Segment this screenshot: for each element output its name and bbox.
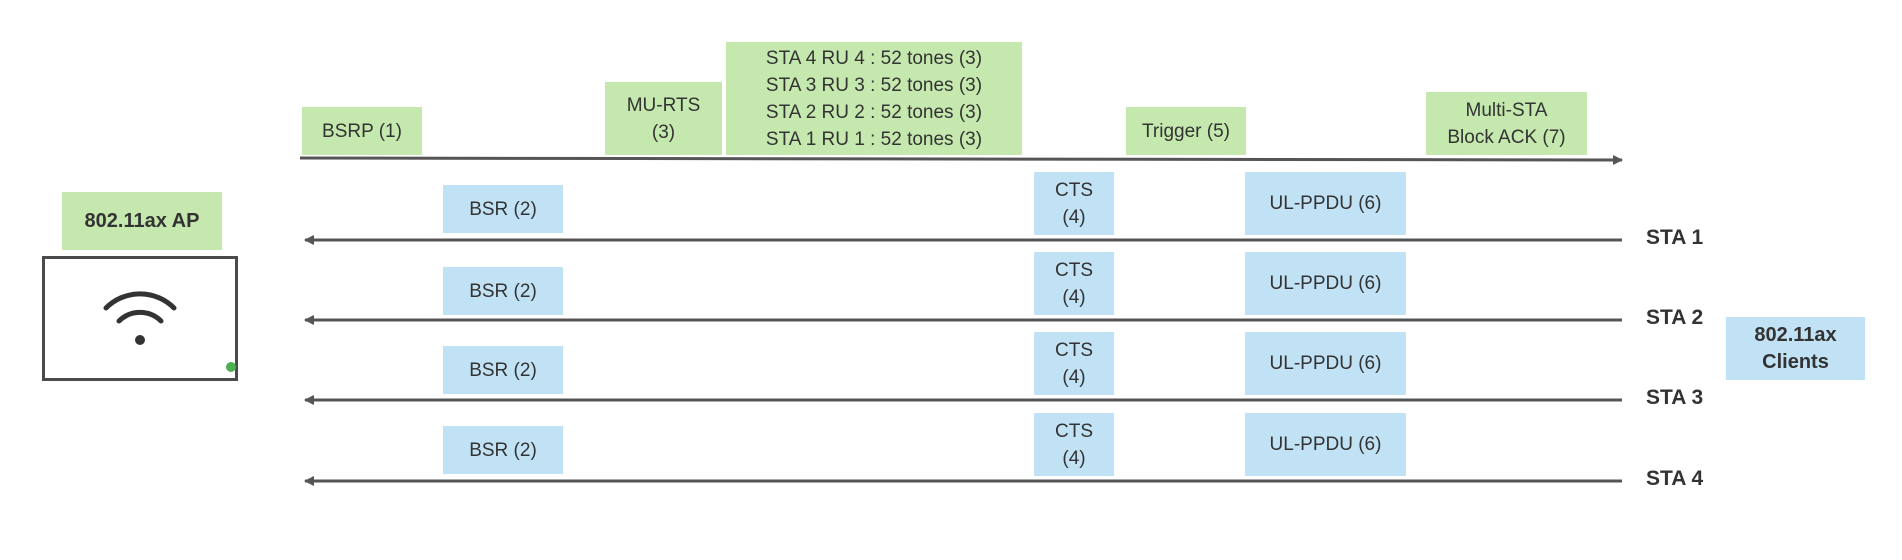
frame-bsr-sta1: BSR (2) (443, 185, 563, 233)
frame-multi-sta-block-ack: Multi-STA Block ACK (7) (1426, 92, 1587, 155)
frame-bsr-sta3: BSR (2) (443, 346, 563, 394)
frame-ru-allocation: STA 4 RU 4 : 52 tones (3) STA 3 RU 3 : 5… (726, 42, 1022, 155)
frame-ul-ppdu-sta2: UL-PPDU (6) (1245, 252, 1406, 315)
frame-cts-sta2: CTS (4) (1034, 252, 1114, 315)
ap-timeline-arrow (299, 154, 1623, 165)
frame-mu-rts: MU-RTS (3) (605, 82, 722, 155)
frame-cts-sta1: CTS (4) (1034, 172, 1114, 235)
frame-bsr-sta4: BSR (2) (443, 426, 563, 474)
sta4-label: STA 4 (1646, 467, 1704, 490)
ap-label: 802.11ax AP (62, 192, 222, 250)
sta2-label: STA 2 (1646, 306, 1704, 329)
frame-ul-ppdu-sta4: UL-PPDU (6) (1245, 413, 1406, 476)
frame-ul-ppdu-sta3: UL-PPDU (6) (1245, 332, 1406, 395)
status-dot (226, 362, 236, 372)
sta3-label: STA 3 (1646, 386, 1704, 409)
clients-label: 802.11ax Clients (1726, 317, 1865, 380)
sta1-label: STA 1 (1646, 226, 1704, 249)
access-point-device (42, 256, 238, 381)
frame-cts-sta4: CTS (4) (1034, 413, 1114, 476)
frame-trigger: Trigger (5) (1126, 107, 1246, 155)
frame-bsrp: BSRP (1) (302, 107, 422, 155)
frame-ul-ppdu-sta1: UL-PPDU (6) (1245, 172, 1406, 235)
wifi-icon (103, 291, 177, 345)
frame-cts-sta3: CTS (4) (1034, 332, 1114, 395)
frame-bsr-sta2: BSR (2) (443, 267, 563, 315)
